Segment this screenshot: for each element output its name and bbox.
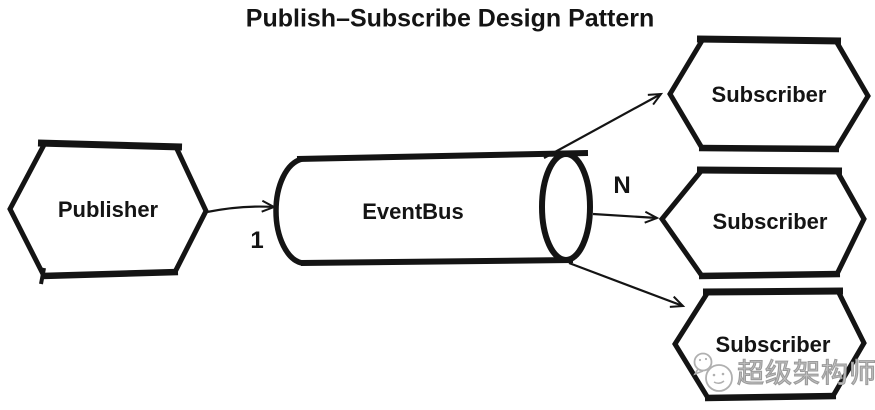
publisher-node-label: Publisher [57,197,159,222]
subscriber-1-node-shape [667,35,871,153]
edge-publisher-to-eventbus [206,199,277,214]
multiplicity-n-label: N [613,172,631,199]
wechat-chat-logo-icon [693,352,733,392]
subscriber-3-node-label: Subscriber [715,332,831,357]
publisher-node-shape [7,139,209,285]
edge-eventbus-to-subscriber-2 [592,210,660,224]
subscriber-3-node-shape [672,287,867,402]
eventbus-node-label: EventBus [362,199,464,224]
edge-eventbus-to-subscriber-1 [543,92,664,159]
subscriber-2-node-label: Subscriber [712,209,828,234]
multiplicity-one-label: 1 [250,227,264,254]
diagram-title: Publish–Subscribe Design Pattern [245,4,655,33]
subscriber-2-node-shape [658,166,867,280]
watermark-text: 超级架构师 [736,358,875,389]
edge-eventbus-to-subscriber-3 [568,261,686,308]
subscriber-1-node-label: Subscriber [711,82,827,107]
